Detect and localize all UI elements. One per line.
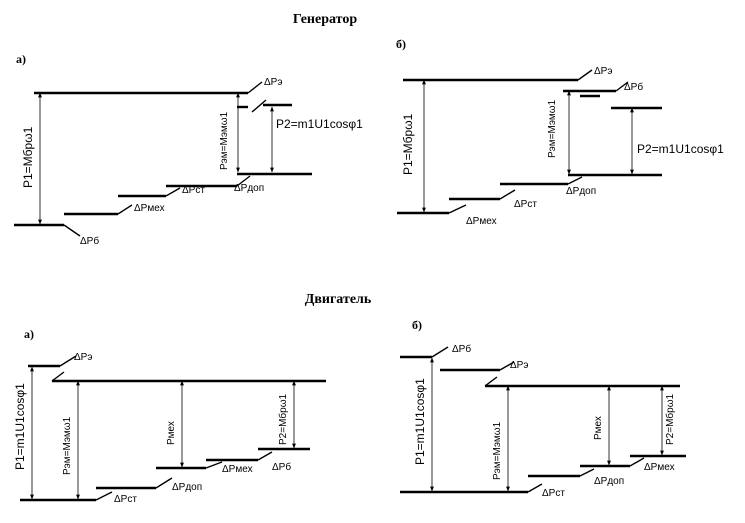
loss-branch-b <box>63 224 81 237</box>
loss-branch-dop <box>579 468 595 477</box>
pem-label: Pэм=Mэмω1 <box>492 421 503 480</box>
loss-b-label: ΔPб <box>272 461 291 473</box>
loss-branch-upper <box>51 371 65 382</box>
panel-letter: а) <box>24 327 34 341</box>
motor-title: Двигатель <box>305 292 372 307</box>
loss-e-label: ΔPэ <box>594 66 612 77</box>
loss-e-label: ΔPэ <box>264 77 282 88</box>
loss-meh-label: ΔPмех <box>222 464 253 475</box>
loss-branch-dop <box>236 175 251 187</box>
pmeh-label: Pмех <box>166 421 177 445</box>
loss-branch-e <box>59 355 77 367</box>
loss-dop-label: ΔPдоп <box>566 186 596 197</box>
loss-branch-b <box>257 451 273 461</box>
loss-branch-st <box>165 187 181 197</box>
loss-branch-st <box>499 189 516 200</box>
pem-label: Pэм=Mэмω1 <box>62 416 73 475</box>
loss-branch-e <box>247 81 263 94</box>
loss-branch-meh <box>629 457 645 467</box>
loss-e-label: ΔPэ <box>74 352 92 363</box>
loss-dop-label: ΔPдоп <box>172 482 202 493</box>
loss-meh-label: ΔPмех <box>644 462 675 473</box>
p1-label: P1=m1U1cosφ1 <box>13 383 27 470</box>
loss-dop-label: ΔPдоп <box>234 183 264 194</box>
loss-st-label: ΔPст <box>182 185 205 196</box>
panel-letter: б) <box>396 37 406 51</box>
loss-branch-st <box>527 483 543 493</box>
loss-st-label: ΔPст <box>542 488 565 499</box>
loss-branch-b <box>431 346 449 358</box>
generator-diagram-a: а) P1=Mбрω1 Pэм=Mэмω1 P2=m1U1cosφ1 ΔPэ Δ… <box>14 52 363 247</box>
p2-label: P2=m1U1cosφ1 <box>276 117 363 131</box>
loss-branch-upper <box>484 376 498 387</box>
loss-b-label: ΔPб <box>624 81 643 93</box>
loss-b-label: ΔPб <box>80 235 99 247</box>
pmeh-label: Pмех <box>593 416 604 440</box>
loss-st-label: ΔPст <box>114 494 137 505</box>
p2-label: P2=m1U1cosφ1 <box>637 142 724 156</box>
panel-letter: б) <box>412 318 422 332</box>
p1-label: P1=m1U1cosφ1 <box>413 378 427 465</box>
pem-label: Pэм=Mэмω1 <box>219 111 230 170</box>
p2-label: P2=Mбрω1 <box>664 394 676 445</box>
p1-label: P1=Mбрω1 <box>21 126 35 188</box>
loss-meh-label: ΔPмех <box>134 203 165 214</box>
motor-diagram-a: а) P1=m1U1cosφ1 Pэм=Mэмω1 Pмех P2=Mбрω1 … <box>13 327 326 505</box>
p1-label: P1=Mбрω1 <box>401 113 415 175</box>
pem-label: Pэм=Mэмω1 <box>547 99 558 158</box>
loss-branch-dop <box>155 477 173 489</box>
generator-title: Генератор <box>293 12 357 27</box>
loss-b-label: ΔPб <box>452 343 471 355</box>
loss-dop-label: ΔPдоп <box>594 476 624 487</box>
loss-branch-e <box>499 361 515 371</box>
panel-letter: а) <box>16 52 26 66</box>
loss-branch-meh <box>448 204 467 214</box>
loss-branch-upper <box>251 99 267 113</box>
loss-st-label: ΔPст <box>514 199 537 210</box>
loss-e-label: ΔPэ <box>510 360 528 371</box>
loss-branch-meh <box>205 461 223 469</box>
motor-diagram-b: б) P1=m1U1cosφ1 Pэм=Mэмω1 Pмех P2=Mбрω1 … <box>400 318 686 499</box>
generator-diagram-b: б) P1=Mбрω1 Pэм=Mэмω1 P2=m1U1cosφ1 ΔPэ Δ… <box>396 37 724 227</box>
p2-label: P2=Mбрω1 <box>277 394 289 445</box>
loss-meh-label: ΔPмех <box>466 216 497 227</box>
loss-branch-e <box>577 69 593 81</box>
loss-branch-st <box>95 491 113 501</box>
loss-branch-b <box>615 81 629 92</box>
loss-branch-dop <box>567 176 583 185</box>
loss-branch-meh <box>117 204 133 215</box>
